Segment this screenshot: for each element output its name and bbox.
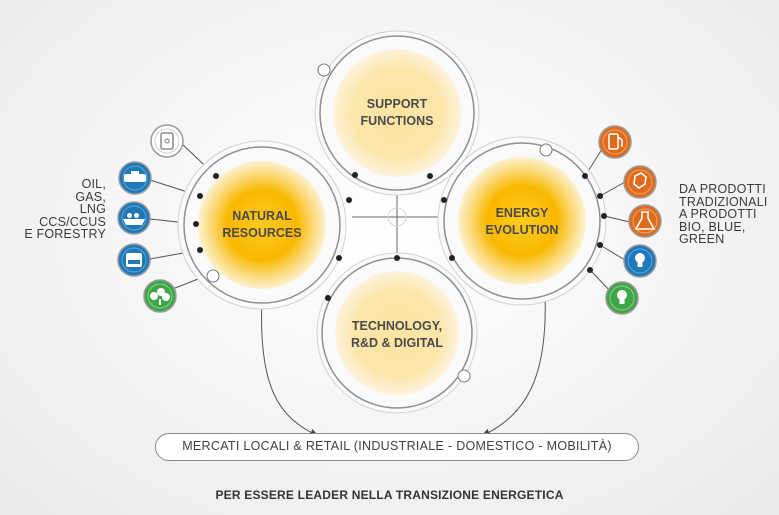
energy-evolution-list: DA PRODOTTI TRADIZIONALI A PRODOTTI BIO,…	[679, 182, 768, 246]
technology-hub	[316, 252, 478, 414]
arrow-natural-to-market	[261, 297, 319, 437]
forest-icon	[143, 279, 177, 313]
center-hub-ring	[387, 207, 407, 227]
lab-flask-icon	[628, 204, 662, 238]
lng-ship-icon	[117, 201, 151, 235]
blue-lightbulb-icon	[623, 244, 657, 278]
technology-label: TECHNOLOGY, R&D & DIGITAL	[350, 319, 444, 350]
natural-resources-label: NATURAL RESOURCES	[222, 209, 302, 240]
natural-resources-hub	[177, 140, 352, 310]
support-functions-label: SUPPORT FUNCTIONS	[360, 97, 434, 128]
pipeline-icon	[118, 161, 152, 195]
green-lightbulb-icon	[605, 281, 639, 315]
arrow-energy-to-market	[481, 293, 546, 437]
fuel-pump-icon	[598, 125, 632, 159]
energy-evolution-label: ENERGY EVOLUTION	[485, 206, 559, 237]
document-icon	[150, 124, 184, 158]
chemical-molecule-icon	[623, 165, 657, 199]
market-retail-box: MERCATI LOCALI & RETAIL (INDUSTRIALE - D…	[155, 433, 639, 461]
support-functions-hub	[314, 30, 480, 196]
natural-resources-list: OIL, GAS, LNG CCS/CCUS E FORESTRY	[24, 177, 106, 241]
ccs-tank-icon	[117, 243, 151, 277]
energy-evolution-hub	[437, 136, 607, 306]
footer-tagline: PER ESSERE LEADER NELLA TRANSIZIONE ENER…	[215, 488, 564, 502]
